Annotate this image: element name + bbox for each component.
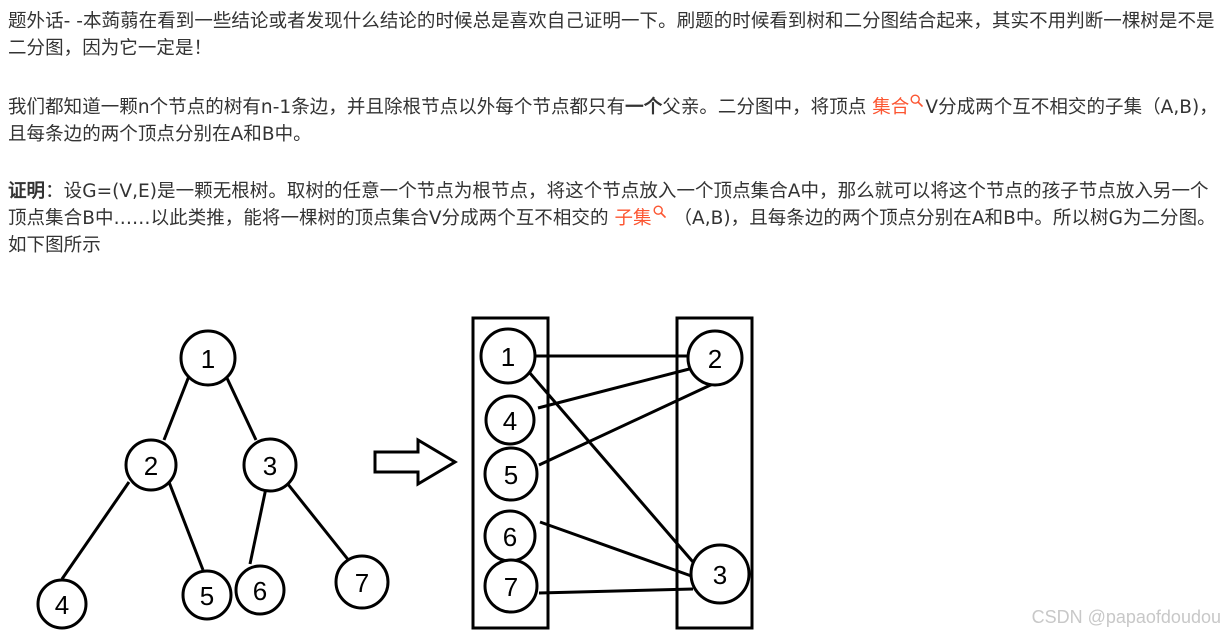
tree-node-3: 3 <box>242 437 298 493</box>
tree-node-1-label: 1 <box>201 344 215 374</box>
set-b-node-3-label: 3 <box>713 560 727 590</box>
set-b-node-2-label: 2 <box>708 344 722 374</box>
set-a-node-4: 4 <box>484 394 536 446</box>
tree-node-7: 7 <box>334 554 390 610</box>
proof-label: 证明 <box>8 181 46 202</box>
set-a-node-6-label: 6 <box>503 522 517 552</box>
definition-bold: 一个 <box>625 97 663 118</box>
intro-paragraph: 题外话- -本蒟蒻在看到一些结论或者发现什么结论的时候总是喜欢自己证明一下。刷题… <box>8 8 1220 62</box>
set-a-node-7: 7 <box>483 558 539 614</box>
keyword-link-set[interactable]: 集合 <box>872 97 910 118</box>
set-b-box <box>675 316 754 630</box>
tree-node-5: 5 <box>181 569 233 621</box>
set-b-node-2: 2 <box>686 329 744 387</box>
tree-node-6: 6 <box>234 564 286 616</box>
set-a-node-5-label: 5 <box>504 460 518 490</box>
search-icon[interactable] <box>653 205 666 218</box>
keyword-link-subset[interactable]: 子集 <box>614 208 652 229</box>
tree-bipartite-figure: 1 2 3 4 5 6 7 1 4 5 6 7 2 3 <box>36 316 754 630</box>
set-a-node-7-label: 7 <box>504 572 518 602</box>
watermark: CSDN @papaofdoudou <box>1031 607 1221 627</box>
definition-text-1: 我们都知道一颗n个节点的树有n-1条边，并且除根节点以外每个节点都只有 <box>8 97 626 118</box>
tree-node-1: 1 <box>179 329 237 387</box>
tree-node-2: 2 <box>124 438 178 492</box>
search-icon[interactable] <box>910 94 924 107</box>
set-b-node-3: 3 <box>689 543 751 605</box>
definition-text-2: 父亲。二分图中，将顶点 <box>662 97 873 118</box>
set-a-node-1: 1 <box>479 327 537 385</box>
tree-node-2-label: 2 <box>144 451 158 481</box>
intro-text: 题外话- -本蒟蒻在看到一些结论或者发现什么结论的时候总是喜欢自己证明一下。刷题… <box>8 11 1215 59</box>
definition-text-3: V分成两个互不相交的子集（A,B)，且每条边的两个顶点分别在A和B中。 <box>8 97 1218 145</box>
set-a-node-4-label: 4 <box>503 406 517 436</box>
tree-node-7-label: 7 <box>355 568 369 598</box>
set-a-box <box>471 316 550 630</box>
tree-node-6-label: 6 <box>253 576 267 606</box>
set-a-node-1-label: 1 <box>501 342 515 372</box>
proof-paragraph: 证明：设G=(V,E)是一颗无根树。取树的任意一个节点为根节点，将这个节点放入一… <box>8 178 1220 259</box>
tree-node-3-label: 3 <box>263 451 277 481</box>
proof-text-2: （A,B)，且每条边的两个顶点分别在A和B中。所以树G为二分图。如下图所示 <box>8 208 1216 256</box>
tree-edges <box>60 375 352 580</box>
definition-paragraph: 我们都知道一颗n个节点的树有n-1条边，并且除根节点以外每个节点都只有一个父亲。… <box>8 94 1220 148</box>
tree-node-5-label: 5 <box>200 581 214 611</box>
tree-node-4-label: 4 <box>55 590 69 620</box>
tree-node-4: 4 <box>36 578 88 630</box>
bipartite-edges <box>527 354 718 595</box>
set-a-node-5: 5 <box>483 446 539 502</box>
transform-arrow-icon <box>373 437 458 487</box>
proof-text-1: ：设G=(V,E)是一颗无根树。取树的任意一个节点为根节点，将这个节点放入一个顶… <box>8 181 1209 229</box>
set-a-node-6: 6 <box>483 509 537 563</box>
